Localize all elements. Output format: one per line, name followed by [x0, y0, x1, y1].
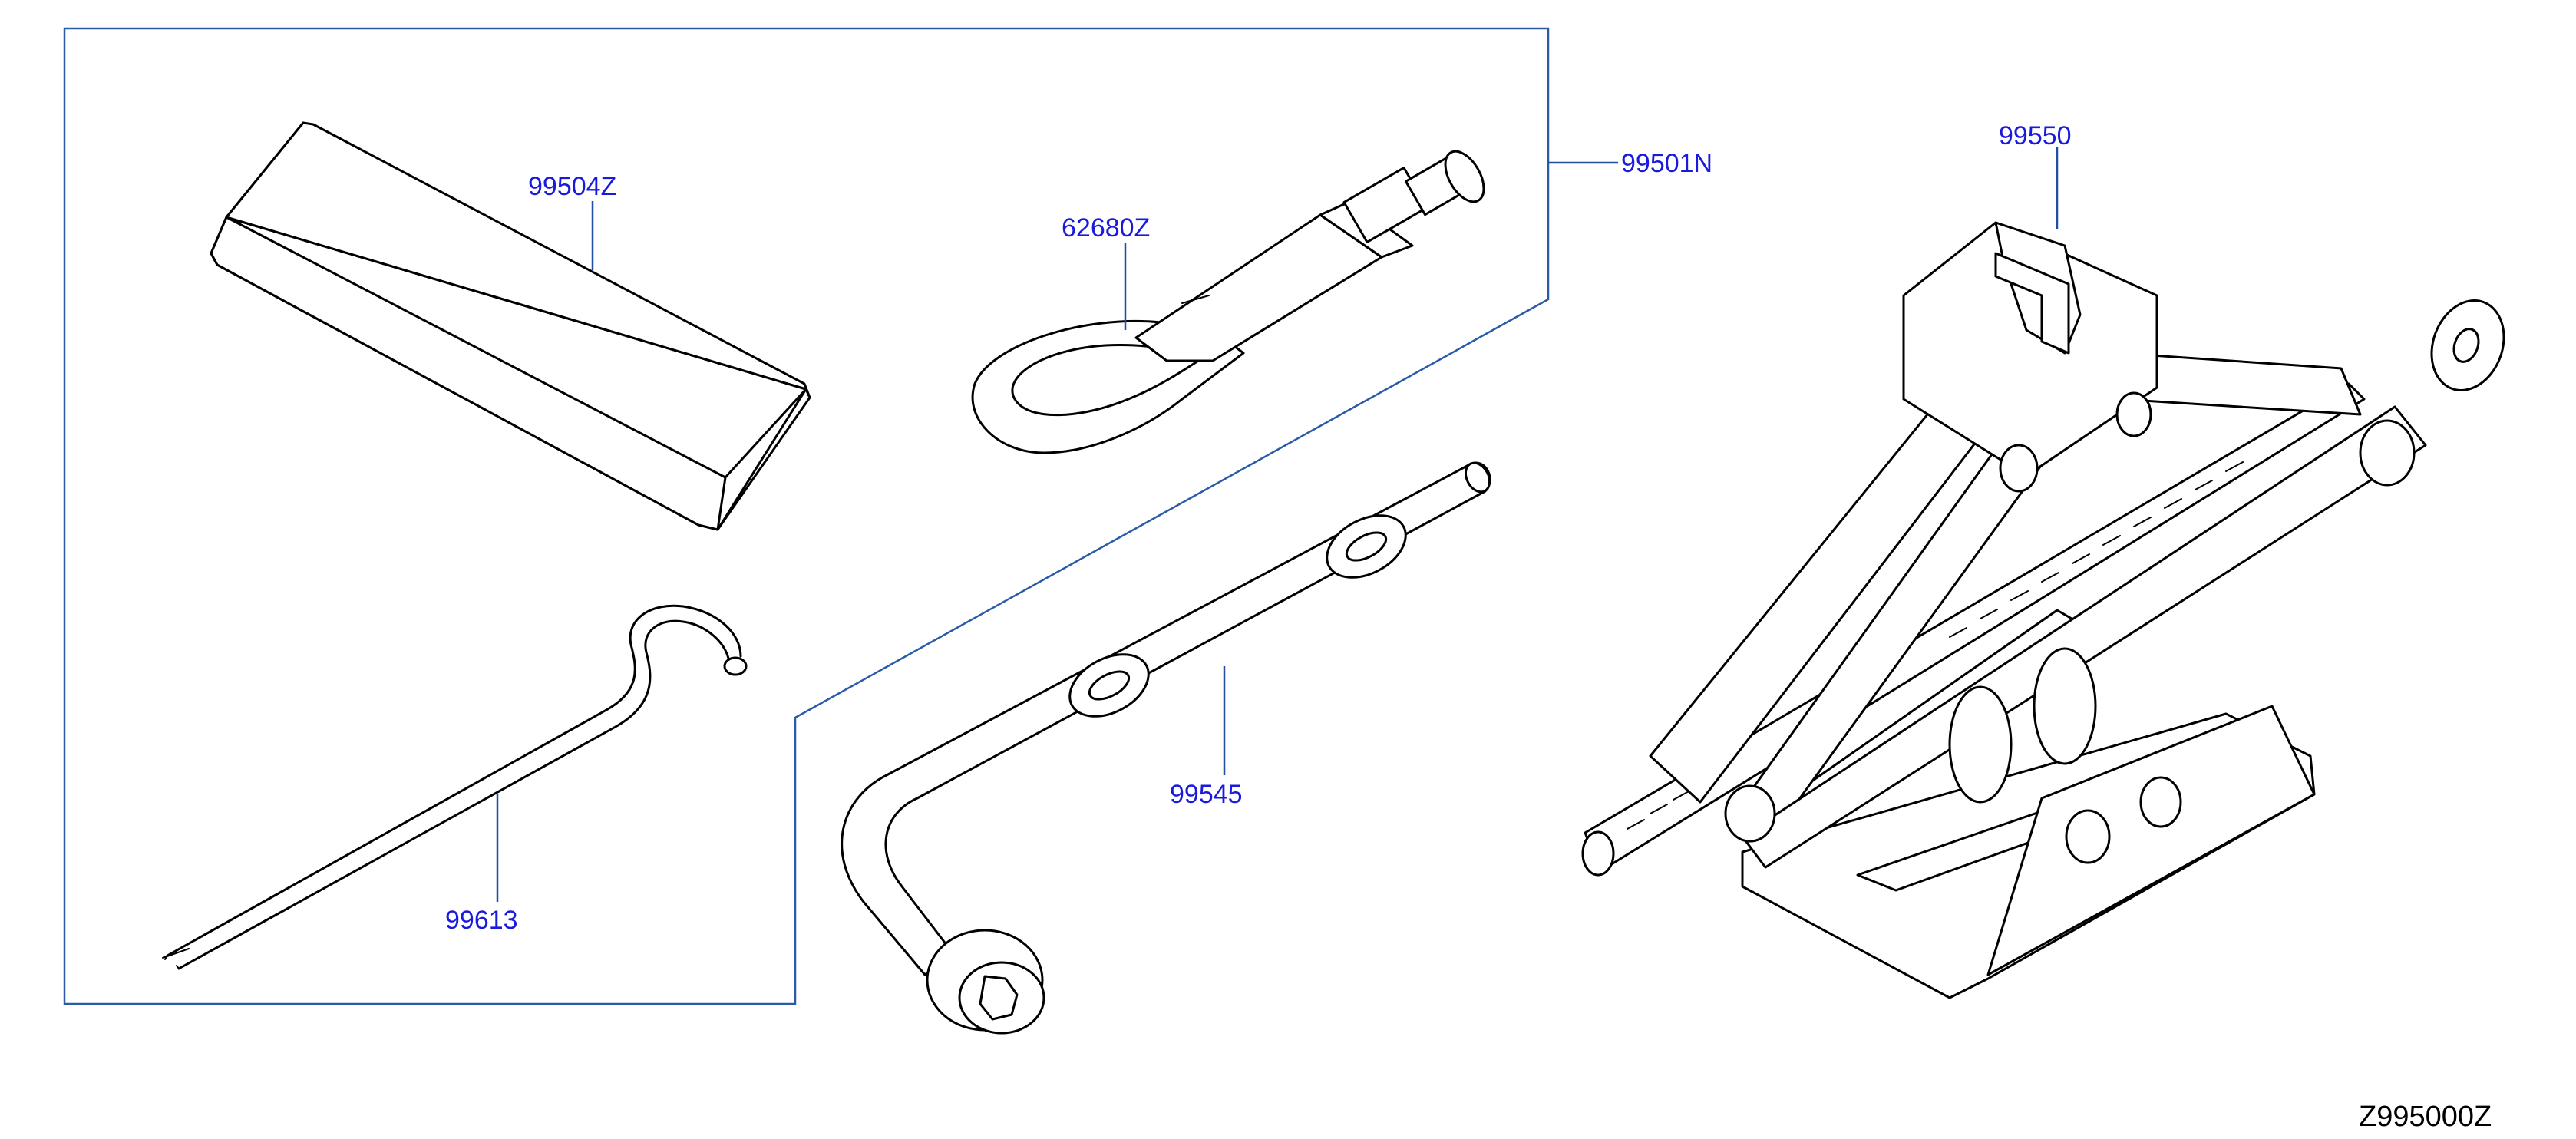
kit-part-number: 99501N: [1621, 149, 1712, 178]
wrench-part-number: 99545: [1170, 780, 1243, 809]
kit-group-frame: [63, 27, 1550, 1005]
scissor-jack-drawing: [1581, 221, 2505, 999]
wheel-wrench-drawing: [841, 461, 1491, 1035]
tool-bag-part-number: 99504Z: [528, 172, 616, 201]
tow-hook-part-number: 62680Z: [1062, 213, 1150, 243]
hook-rod-drawing: [162, 604, 748, 970]
jack-part-number: 99550: [1999, 121, 2072, 150]
hook-rod-part-number: 99613: [445, 906, 518, 935]
tool-bag-drawing: [210, 121, 811, 531]
tow-hook-drawing: [971, 150, 1485, 454]
drawing-code: Z995000Z: [2359, 1101, 2492, 1133]
